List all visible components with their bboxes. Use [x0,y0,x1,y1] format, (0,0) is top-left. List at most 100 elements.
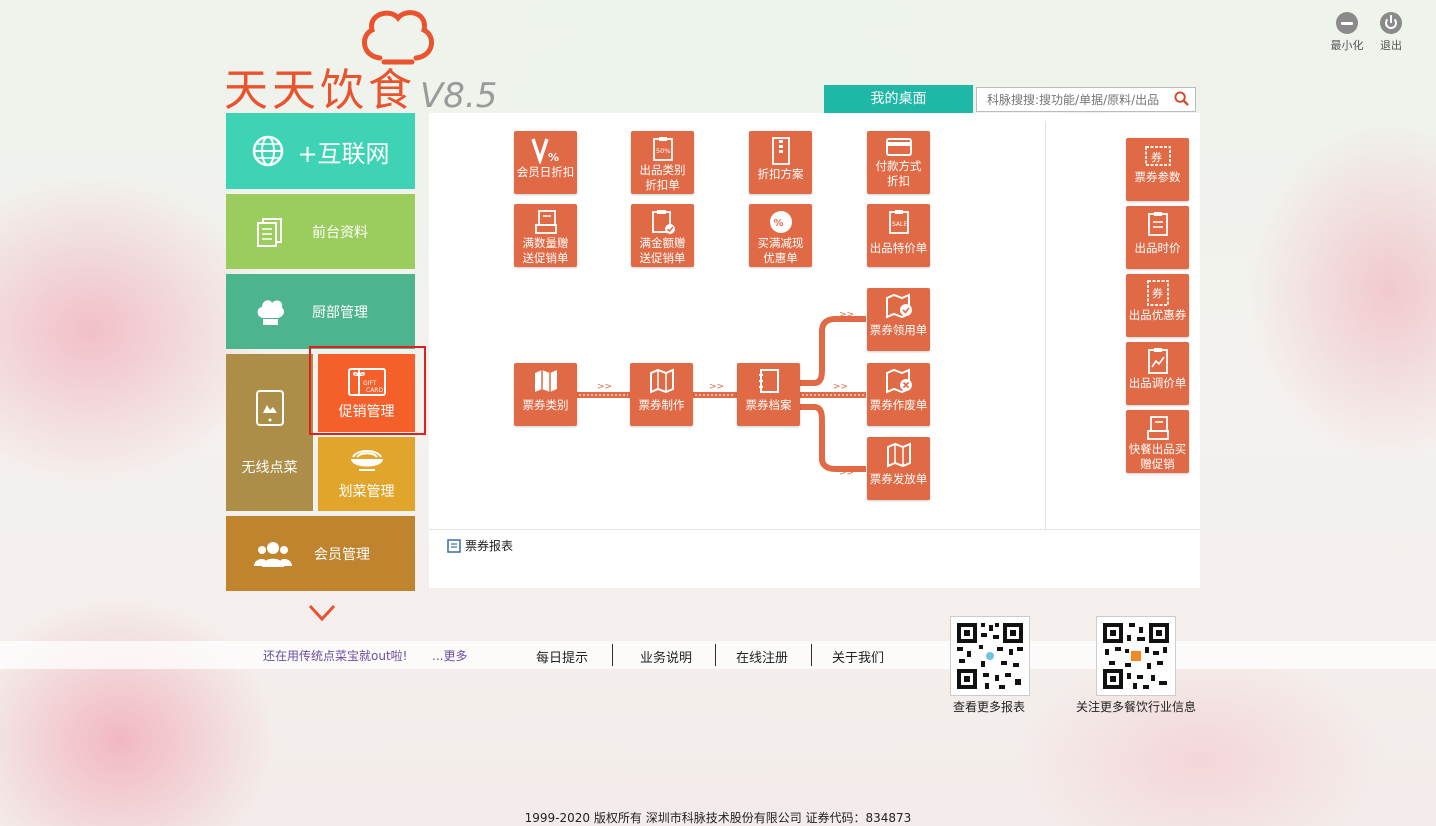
gift-card-icon: GIFT CARD [347,368,386,396]
report-icon [447,538,461,553]
clipboard-check-icon [651,210,675,234]
about-us-link[interactable]: 关于我们 [832,651,885,666]
qr-code-icon [1103,623,1169,689]
member-day-discount-tile[interactable]: % 会员日折扣 [514,131,577,194]
sidebar-item-label: 无线点菜 [241,459,298,476]
search-box [976,87,1196,112]
ticket-archive-tile[interactable]: 票券档案 [737,363,800,426]
power-icon [1380,12,1402,34]
discount-plan-tile[interactable]: 折扣方案 [749,131,812,194]
sidebar-item-label: 促销管理 [338,404,395,420]
chart-clipboard-icon [1147,348,1168,374]
category-discount-tile[interactable]: 50% 出品类别 折扣单 [631,131,694,194]
sidebar-item-front-data[interactable]: 前台资料 [226,194,415,269]
special-price-tile[interactable]: SALE 出品特价单 [867,204,930,267]
map-check-icon [885,293,912,319]
svg-text:50%: 50% [656,147,670,155]
sidebar-item-label: 前台资料 [312,224,368,241]
search-icon[interactable] [1174,91,1189,106]
users-icon [254,541,292,567]
svg-text:>>: >> [839,468,854,478]
sidebar-item-kitchen[interactable]: 厨部管理 [226,274,415,349]
flow-connectors: >> >> >> >> >> [577,310,866,478]
search-input[interactable] [977,88,1167,111]
sidebar-item-label: 会员管理 [314,546,370,563]
ticket-category-tile[interactable]: 票券类别 [514,363,577,426]
qr-code-icon [957,623,1023,689]
app-logo-text: 天天饮食 [224,65,416,116]
sidebar-item-label: 划菜管理 [338,484,395,500]
sidebar-item-label: +互联网 [297,139,390,168]
svg-text:SALE: SALE [892,221,907,228]
qr-caption-reports: 查看更多报表 [953,700,1026,714]
clipboard-50-icon: 50% [652,137,673,161]
wallet-icon [885,138,912,156]
minimize-label: 最小化 [1330,39,1364,52]
sidebar-item-promo[interactable]: GIFT CARD 促销管理 [318,354,415,432]
spend-reduce-tile[interactable]: % 买满减现 优惠单 [749,204,812,267]
dish-coupon-tile[interactable]: 券 出品优惠券 [1126,274,1189,337]
more-link[interactable]: ...更多 [432,649,468,663]
chevron-down-icon[interactable] [308,604,336,622]
svg-text:%: % [548,151,559,164]
minimize-icon [1336,12,1358,34]
map-outline-icon [649,368,674,394]
qr-code-reports [950,616,1030,696]
ticket-make-tile[interactable]: 票券制作 [630,363,693,426]
chef-hat-logo-icon [362,10,434,65]
map-icon [534,370,557,392]
price-adjust-tile[interactable]: 出品调价单 [1126,342,1189,405]
sidebar-item-dish[interactable]: 划菜管理 [318,437,415,511]
sidebar-item-member[interactable]: 会员管理 [226,516,415,591]
amount-gift-promo-tile[interactable]: 满金额赠 送促销单 [631,204,694,267]
ticket-receive-tile[interactable]: 票券领用单 [867,288,930,351]
svg-text:CARD: CARD [366,387,383,394]
qr-code-industry [1096,616,1176,696]
svg-text:>>: >> [709,382,724,392]
sidebar-item-internet[interactable]: +互联网 [226,113,415,189]
link-separator [811,644,812,666]
business-desc-link[interactable]: 业务说明 [640,651,693,666]
tablet-icon [255,389,284,426]
svg-text:>>: >> [597,382,612,392]
daily-tips-link[interactable]: 每日提示 [536,651,589,666]
chef-hat-icon [257,299,285,325]
ticket-issue-tile[interactable]: 票券发放单 [867,437,930,500]
svg-text:%: % [773,218,783,229]
online-register-link[interactable]: 在线注册 [736,651,789,666]
exit-label: 退出 [1380,39,1402,52]
noodle-bowl-icon [350,450,383,471]
copyright-text: 1999-2020 版权所有 深圳市科脉技术股份有限公司 证券代码：834873 [524,811,912,825]
bottom-bar: 还在用传统点菜宝就out啦! ...更多 每日提示 业务说明 在线注册 关于我们 [0,641,1436,669]
panel-divider [1045,121,1046,529]
ticket-report-link[interactable]: 票券报表 [447,537,513,554]
payment-discount-tile[interactable]: 付款方式 折扣 [867,131,930,194]
minimize-button[interactable]: 最小化 [1327,12,1367,53]
svg-text:>>: >> [839,310,854,320]
tab-my-desktop[interactable]: 我的桌面 [824,85,973,113]
qr-caption-industry: 关注更多餐饮行业信息 [1076,700,1197,714]
qty-gift-promo-tile[interactable]: 满数量赠 送促销单 [514,204,577,267]
ticket-params-tile[interactable]: 券 票券参数 [1126,138,1189,201]
svg-text:GIFT: GIFT [363,380,377,387]
link-separator [715,644,716,666]
map-outline-icon [886,442,911,468]
promo-link[interactable]: 还在用传统点菜宝就out啦! [263,649,408,663]
register-icon [534,210,557,234]
svg-text:>>: >> [833,382,848,392]
percent-badge-icon: % [769,211,792,233]
notebook-icon [758,369,779,393]
coupon-icon: 券 [1144,146,1171,166]
main-panel: >> >> >> >> >> % 会员日折扣 50% 出品类别 折扣单 折扣方案 [429,113,1200,588]
svg-text:券: 券 [1151,150,1162,164]
report-label: 票券报表 [465,539,514,553]
ticket-void-tile[interactable]: 票券作废单 [867,363,930,426]
register-icon [1146,416,1169,440]
sidebar-item-label: 厨部管理 [312,304,368,321]
exit-button[interactable]: 退出 [1371,12,1411,53]
zip-file-icon [771,137,790,165]
globe-icon [253,135,284,167]
sidebar-item-wireless[interactable]: 无线点菜 [226,354,313,511]
fastfood-gift-tile[interactable]: 快餐出品买 赠促销 [1126,410,1189,473]
current-price-tile[interactable]: 出品时价 [1126,206,1189,269]
